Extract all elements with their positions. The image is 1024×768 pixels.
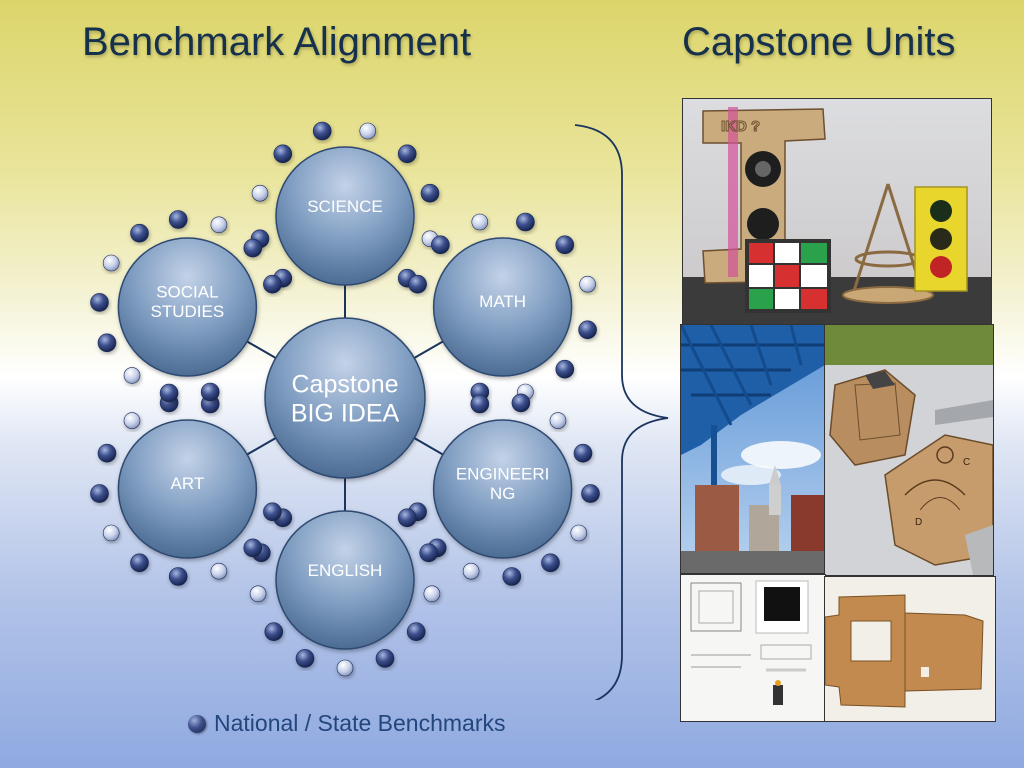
node-english: ENGLISH xyxy=(275,510,415,650)
benchmark-dot xyxy=(273,144,293,164)
benchmark-dot xyxy=(295,649,315,668)
benchmark-dot xyxy=(578,320,597,340)
benchmark-dot xyxy=(570,524,588,542)
benchmark-dot xyxy=(102,254,120,272)
node-social-studies-label-line-1: SOCIAL xyxy=(156,282,218,301)
benchmark-dot xyxy=(573,443,593,463)
benchmark-dot xyxy=(406,622,426,642)
benchmark-dot xyxy=(102,524,120,542)
benchmark-dot xyxy=(264,622,284,642)
center-node-label-line-2: BIG IDEA xyxy=(291,399,400,427)
benchmark-dot xyxy=(511,393,531,413)
benchmark-dot xyxy=(243,538,263,558)
benchmark-dot xyxy=(130,223,149,243)
benchmark-dot xyxy=(90,293,109,312)
center-node-label-line-1: Capstone xyxy=(291,371,398,399)
benchmark-dot-icon xyxy=(188,714,206,733)
node-engineering-label-line-2: NG xyxy=(490,484,516,503)
benchmark-dot xyxy=(200,382,220,402)
benchmark-dot xyxy=(312,121,332,141)
svg-text:C: C xyxy=(963,457,970,468)
benchmark-dot xyxy=(123,412,141,429)
brace-connector xyxy=(574,124,669,700)
benchmark-dot xyxy=(431,235,450,255)
benchmark-dot xyxy=(210,216,228,234)
benchmark-dot xyxy=(423,585,441,603)
node-art-circle xyxy=(117,419,258,559)
node-social-studies-label-line-2: STUDIES xyxy=(151,302,225,321)
node-social-studies-circle xyxy=(117,237,258,377)
benchmark-alignment-heading: Benchmark Alignment xyxy=(82,20,472,64)
benchmark-dot xyxy=(579,275,596,293)
benchmark-dot xyxy=(159,383,179,403)
benchmark-dot xyxy=(555,235,575,255)
benchmark-dot xyxy=(462,562,480,580)
photo-sculpture-i-letter: IKD ? xyxy=(682,98,992,326)
benchmark-dot xyxy=(549,412,567,429)
photo-dial-cube-pieces: C D xyxy=(824,324,994,576)
benchmark-dot xyxy=(249,585,267,603)
photo-bridge xyxy=(680,324,826,574)
node-art-label-line-1: ART xyxy=(171,474,205,493)
node-science: SCIENCE xyxy=(275,146,415,286)
legend-label: National / State Benchmarks xyxy=(214,710,506,736)
benchmark-dot xyxy=(90,484,109,503)
node-math: MATH xyxy=(432,237,573,377)
benchmark-dot xyxy=(130,553,149,573)
benchmark-dot xyxy=(397,144,417,164)
photo-cardboard-template xyxy=(824,576,996,722)
sign-text: IKD ? xyxy=(721,118,760,135)
benchmark-dot xyxy=(541,553,560,573)
benchmark-dot xyxy=(397,508,417,528)
center-node-circle xyxy=(264,317,426,479)
svg-text:D: D xyxy=(915,517,922,528)
benchmark-dot xyxy=(263,502,282,522)
benchmark-dot xyxy=(123,367,141,384)
benchmark-dot xyxy=(502,567,522,586)
benchmark-dot xyxy=(555,359,575,379)
benchmark-dot xyxy=(263,274,282,294)
benchmark-dot xyxy=(419,543,439,563)
benchmark-dot xyxy=(408,274,427,294)
node-english-circle xyxy=(275,510,415,650)
benchmark-dot xyxy=(97,443,117,463)
capstone-units-heading: Capstone Units xyxy=(682,20,956,64)
benchmark-dot xyxy=(210,562,228,580)
node-science-label-line-1: SCIENCE xyxy=(307,197,383,216)
benchmark-dot xyxy=(471,213,489,231)
node-art: ART xyxy=(117,419,258,559)
benchmark-dot xyxy=(470,394,490,414)
photo-circuit-drawing xyxy=(680,574,826,722)
node-engineering-label-line-1: ENGINEERI xyxy=(456,464,550,483)
benchmark-dot xyxy=(581,484,600,503)
benchmark-dot xyxy=(516,212,535,232)
benchmark-dot xyxy=(243,238,263,258)
legend: National / State Benchmarks xyxy=(188,710,505,737)
node-science-circle xyxy=(275,146,415,286)
benchmark-dot xyxy=(336,659,354,677)
node-math-label-line-1: MATH xyxy=(479,292,526,311)
benchmark-dot xyxy=(420,183,440,203)
benchmark-dot xyxy=(251,184,269,202)
benchmark-dot xyxy=(375,649,395,668)
node-math-circle xyxy=(432,237,573,377)
benchmark-dot xyxy=(168,210,188,229)
benchmark-dot xyxy=(359,122,377,140)
benchmark-dot xyxy=(168,567,188,586)
benchmark-dot xyxy=(97,333,117,353)
node-english-label-line-1: ENGLISH xyxy=(308,561,383,580)
node-engineering-circle xyxy=(432,419,573,559)
